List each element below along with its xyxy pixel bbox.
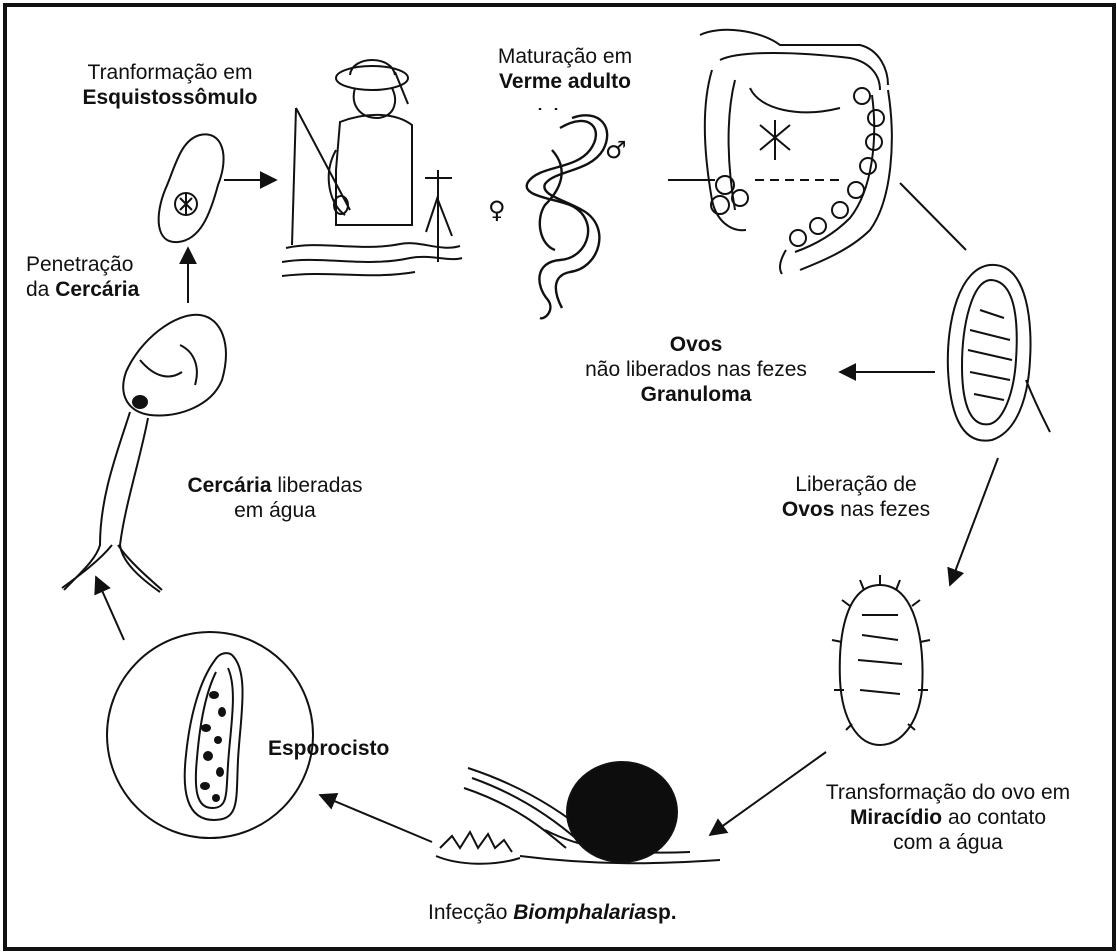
label-schistosomulum: Tranformação em Esquistossômulo <box>50 60 290 110</box>
schistosomulum-drawing <box>159 134 224 242</box>
label-egg-release: Liberação de Ovos nas fezes <box>756 472 956 522</box>
label-maturation: Maturação em Verme adulto <box>470 44 660 94</box>
label-eggs-retained: Ovos não liberados nas fezes Granuloma <box>546 332 846 407</box>
miracidium-drawing <box>832 575 930 745</box>
male-symbol: ♂ <box>605 136 627 164</box>
label-cercaria-released: Cercária liberadas em água <box>160 473 390 523</box>
arrow-sporocyst-to-cercaria <box>96 577 124 640</box>
label-penetration: Penetração da Cercária <box>26 252 139 302</box>
cercaria-drawing <box>62 315 226 592</box>
label-miracidium: Transformação do ovo em Miracídio ao con… <box>785 780 1111 855</box>
intestine-drawing <box>668 30 892 274</box>
adult-worm-pair-drawing <box>527 108 607 318</box>
sporocyst-drawing <box>107 632 313 838</box>
label-sporocyst: Esporocisto <box>268 736 389 761</box>
snail-drawing <box>436 762 720 864</box>
arrow-egg-to-release <box>950 458 998 585</box>
egg-drawing <box>948 265 1050 441</box>
line-intestine-to-egg <box>900 183 966 250</box>
arrow-snail-to-sporocyst <box>320 795 432 842</box>
female-symbol: ♀ <box>488 196 506 224</box>
label-snail-infection: Infecção Biomphalariasp. <box>428 900 677 925</box>
fisherman-drawing <box>282 60 462 276</box>
